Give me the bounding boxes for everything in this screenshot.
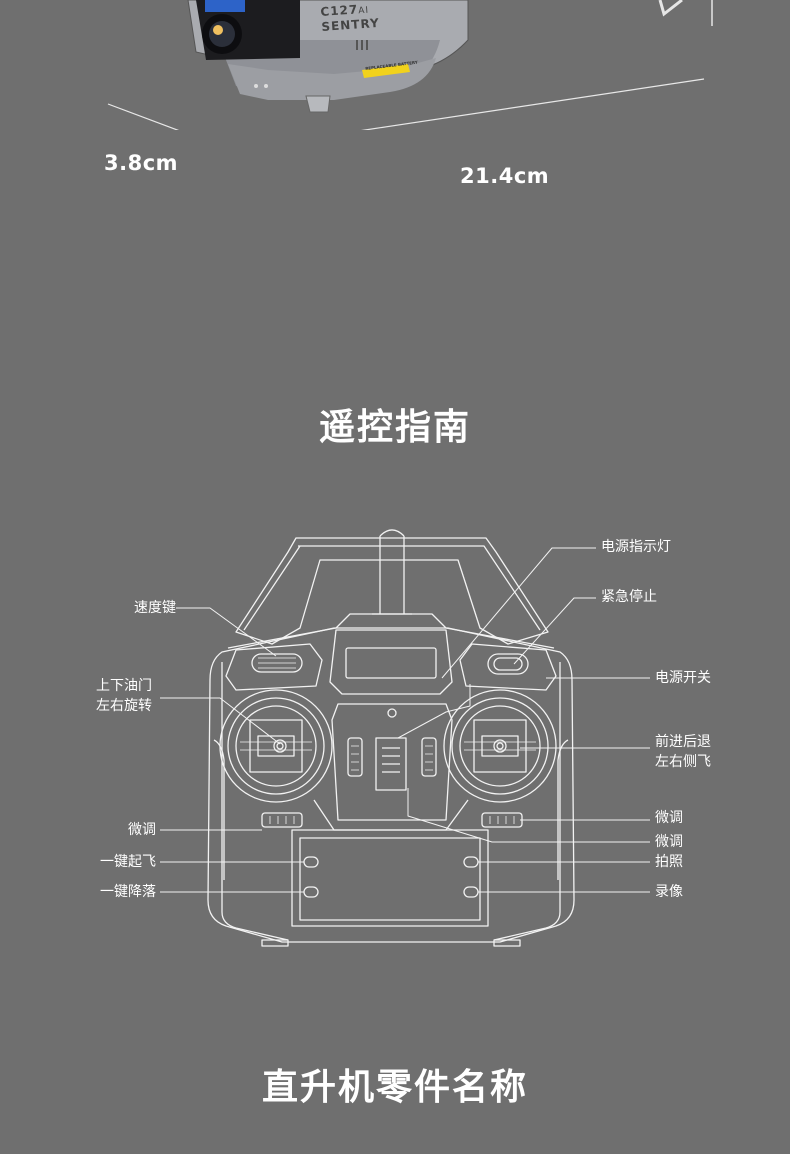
left-stick [219, 689, 333, 803]
left-vertical-trim [347, 737, 363, 777]
label-trim-right-bottom: 微调 [655, 834, 683, 850]
remote-controller-diagram [160, 529, 650, 947]
drone-illustration [107, 0, 713, 130]
controller-handle [235, 537, 549, 645]
right-vertical-trim [421, 737, 437, 777]
speed-key [225, 643, 323, 691]
label-emergency-stop: 紧急停止 [601, 589, 657, 605]
right-horizontal-trim [481, 812, 523, 828]
photo-button [463, 856, 479, 868]
label-forward-back: 前进后退 左右侧飞 [655, 732, 711, 772]
drone-model-ai: AI [357, 5, 370, 17]
label-record: 录像 [655, 884, 683, 900]
power-switch [459, 643, 557, 691]
label-throttle-line1: 上下油门 [96, 678, 152, 694]
antenna [379, 529, 405, 614]
label-photo: 拍照 [655, 854, 683, 870]
lower-button-panel [291, 829, 489, 927]
landing-button [303, 886, 319, 898]
label-trim-left: 微调 [128, 822, 156, 838]
label-speed-key: 速度键 [134, 600, 176, 616]
drone-model-line1: C127 [319, 2, 359, 19]
drone-model-text: C127AI SENTRY [320, 2, 380, 34]
center-slider [375, 737, 407, 791]
label-forward-back-line2: 左右侧飞 [655, 754, 711, 770]
takeoff-button [303, 856, 319, 868]
display-screen [329, 629, 453, 695]
label-trim-right-top: 微调 [655, 810, 683, 826]
label-power-indicator: 电源指示灯 [601, 539, 671, 555]
left-horizontal-trim [261, 812, 303, 828]
right-stick [443, 689, 557, 803]
record-button [463, 886, 479, 898]
label-power-switch: 电源开关 [655, 670, 711, 686]
length-dimension: 21.4cm [460, 164, 550, 188]
label-forward-back-line1: 前进后退 [655, 734, 711, 750]
leader-lines [160, 547, 650, 893]
remote-guide-title: 遥控指南 [318, 407, 471, 448]
label-one-key-takeoff: 一键起飞 [100, 854, 156, 870]
label-throttle-line2: 左右旋转 [96, 698, 152, 714]
label-throttle: 上下油门 左右旋转 [80, 676, 152, 716]
power-indicator-led [387, 708, 397, 718]
height-dimension: 3.8cm [104, 151, 179, 175]
controller-body [207, 627, 575, 943]
label-one-key-landing: 一键降落 [100, 884, 156, 900]
parts-title: 直升机零件名称 [261, 1067, 528, 1108]
